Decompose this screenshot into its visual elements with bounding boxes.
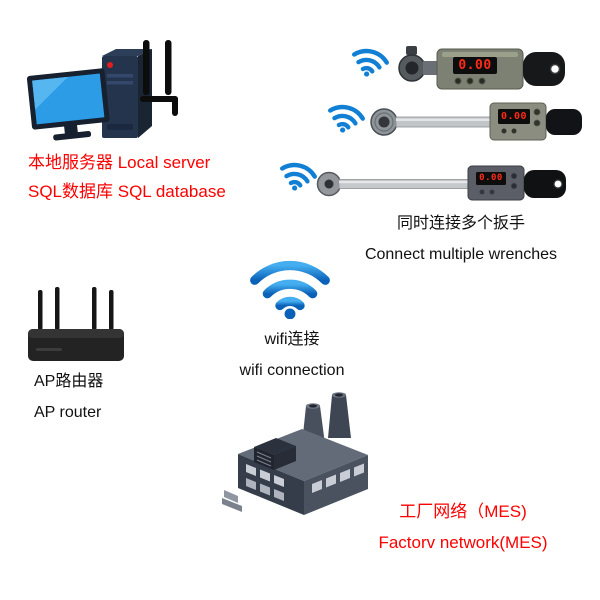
wifi-icon-wrench-3	[275, 154, 322, 196]
ap-router-icon	[28, 286, 124, 369]
wifi-icon-main	[248, 250, 332, 324]
torque-wrench-3: 0.00	[316, 162, 566, 208]
antenna-icon	[136, 40, 184, 123]
wrench-3-lcd-value: 0.00	[479, 173, 503, 183]
wrench-group-label: 同时连接多个扳手 Connect multiple wrenches	[346, 208, 576, 270]
ap-router-label-line1: AP路由器	[34, 373, 104, 390]
ap-router-label-line2: AP router	[34, 404, 102, 421]
wifi-label-line2: wifi connection	[239, 362, 345, 379]
local-server-illustration	[26, 46, 178, 153]
desktop-server-icon	[26, 49, 152, 141]
factory-label-line1: 工厂网络（MES)	[399, 502, 527, 521]
wrench-1-lcd-value: 0.00	[458, 58, 492, 73]
torque-wrench-2: 0.00	[370, 96, 582, 148]
factory-label-line2: Factorv network(MES)	[378, 533, 548, 552]
ap-router-label: AP路由器 AP router	[34, 366, 103, 428]
wifi-label: wifi连接 wifi connection	[212, 324, 372, 386]
torque-wrench-icon	[316, 165, 566, 201]
local-server-label-line2: SQL数据库 SQL database	[28, 182, 226, 201]
torque-wrench-icon	[398, 46, 565, 90]
torque-wrench-1: 0.00	[396, 44, 566, 96]
wrench-group-label-line1: 同时连接多个扳手	[396, 215, 525, 232]
wifi-icon-wrench-1	[347, 40, 394, 82]
wrench-2-lcd-value: 0.00	[500, 111, 528, 122]
wrench-group-label-line2: Connect multiple wrenches	[364, 246, 558, 263]
factory-label: 工厂网络（MES) Factorv network(MES)	[358, 496, 568, 558]
local-server-label: 本地服务器 Local server SQL数据库 SQL database	[28, 148, 226, 206]
factory-icon	[222, 390, 382, 523]
wifi-label-line1: wifi连接	[264, 331, 320, 348]
wifi-icon-wrench-2	[323, 96, 370, 138]
torque-wrench-icon	[370, 102, 582, 141]
local-server-label-line1: 本地服务器 Local server	[28, 153, 211, 172]
